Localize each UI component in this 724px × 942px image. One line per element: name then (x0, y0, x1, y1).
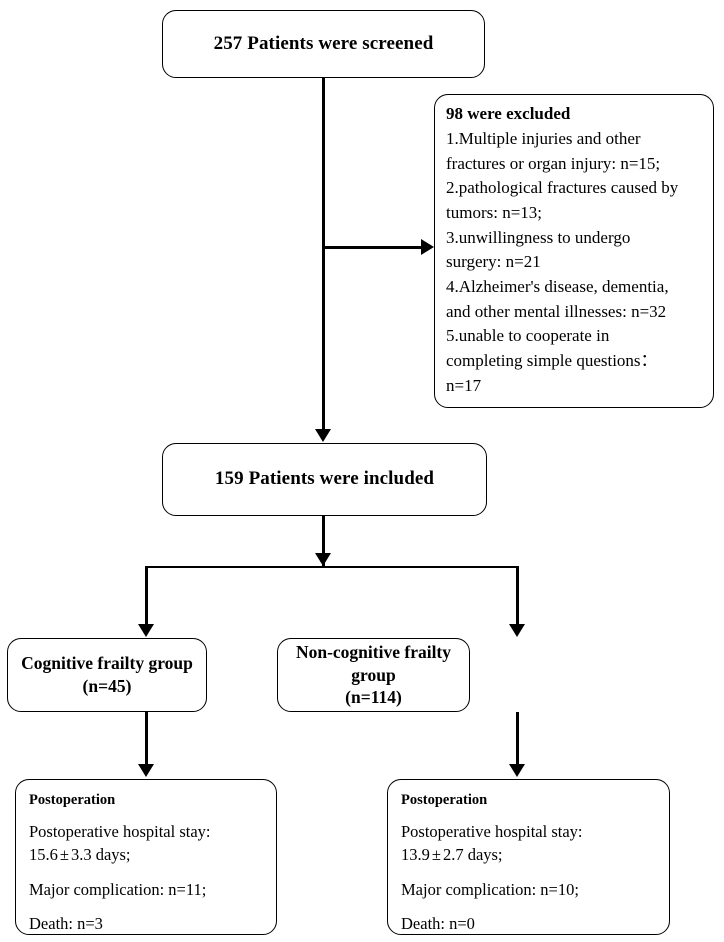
group-left-name: Cognitive frailty group (21, 653, 193, 674)
outcome-left-stay-value: 15.6±3.3 days; (29, 843, 264, 866)
excluded-line-4: tumors: n=13; (446, 203, 543, 223)
connector-screened-to-included (322, 78, 325, 430)
node-group-non-cognitive-frailty: Non-cognitive frailty group (n=114) (277, 638, 470, 712)
node-included: 159 Patients were included (162, 443, 487, 516)
connector-to-excluded (322, 246, 422, 249)
excluded-line-2: fractures or organ injury: n=15; (446, 153, 661, 173)
node-outcome-non-cognitive-frailty: Postoperation Postoperative hospital sta… (387, 779, 670, 935)
excluded-line-5: 3.unwillingness to undergo (446, 227, 631, 247)
included-label: 159 Patients were included (214, 468, 435, 490)
excluded-line-8: and other mental illnesses: n=32 (446, 301, 667, 321)
excluded-line-1: 1.Multiple injuries and other (446, 129, 641, 149)
excluded-line-3: 2.pathological fractures caused by (446, 178, 679, 198)
excluded-line-10: completing simple questions： (446, 350, 658, 370)
arrowhead-fork (315, 553, 331, 566)
outcome-right-stay-value: 13.9±2.7 days; (401, 843, 657, 866)
arrowhead-included (315, 429, 331, 442)
arrowhead-group-right (509, 624, 525, 637)
connector-fork-right (516, 566, 519, 626)
group-left-count: (n=45) (82, 676, 132, 696)
excluded-line-7: 4.Alzheimer's disease, dementia, (446, 276, 669, 296)
group-right-text: Non-cognitive frailty group (n=114) (278, 641, 469, 709)
excluded-line-11: n=17 (446, 375, 482, 395)
connector-included-trunk (322, 516, 325, 566)
arrowhead-outcome-left (138, 764, 154, 777)
node-excluded: 98 were excluded 1.Multiple injuries and… (434, 94, 714, 408)
arrowhead-outcome-right (509, 764, 525, 777)
outcome-right-stay-label: Postoperative hospital stay: (401, 821, 583, 841)
outcome-left-stay-pre: 15.6 (29, 845, 58, 865)
outcome-right-heading: Postoperation (401, 792, 488, 808)
node-screened: 257 Patients were screened (162, 10, 485, 78)
outcome-left-stay-post: 3.3 days; (70, 845, 131, 865)
group-right-name: Non-cognitive frailty group (295, 641, 452, 685)
outcome-right-stay-post: 2.7 days; (442, 845, 503, 865)
outcome-left-death: Death: n=3 (29, 914, 103, 934)
outcome-right-stay-pre: 13.9 (401, 845, 430, 865)
outcome-left-stay-label: Postoperative hospital stay: (29, 821, 211, 841)
group-right-count: (n=114) (345, 687, 402, 708)
screened-label: 257 Patients were screened (213, 32, 434, 54)
group-left-text: Cognitive frailty group (n=45) (21, 652, 193, 698)
connector-fork-horizontal (145, 566, 519, 568)
excluded-heading: 98 were excluded (446, 104, 571, 123)
arrowhead-group-left (138, 624, 154, 637)
excluded-line-6: surgery: n=21 (446, 252, 541, 272)
plus-minus-icon: ± (431, 845, 441, 865)
plus-minus-icon: ± (59, 845, 69, 865)
excluded-line-9: 5.unable to cooperate in (446, 326, 610, 346)
outcome-left-heading: Postoperation (29, 792, 116, 808)
connector-group-right-to-outcome (516, 712, 519, 767)
arrowhead-excluded (421, 239, 434, 255)
node-group-cognitive-frailty: Cognitive frailty group (n=45) (7, 638, 207, 712)
outcome-right-complication: Major complication: n=10; (401, 879, 579, 899)
outcome-left-complication: Major complication: n=11; (29, 879, 207, 899)
connector-fork-left (145, 566, 148, 626)
node-outcome-cognitive-frailty: Postoperation Postoperative hospital sta… (15, 779, 277, 935)
outcome-right-death: Death: n=0 (401, 914, 475, 934)
connector-group-left-to-outcome (145, 712, 148, 767)
